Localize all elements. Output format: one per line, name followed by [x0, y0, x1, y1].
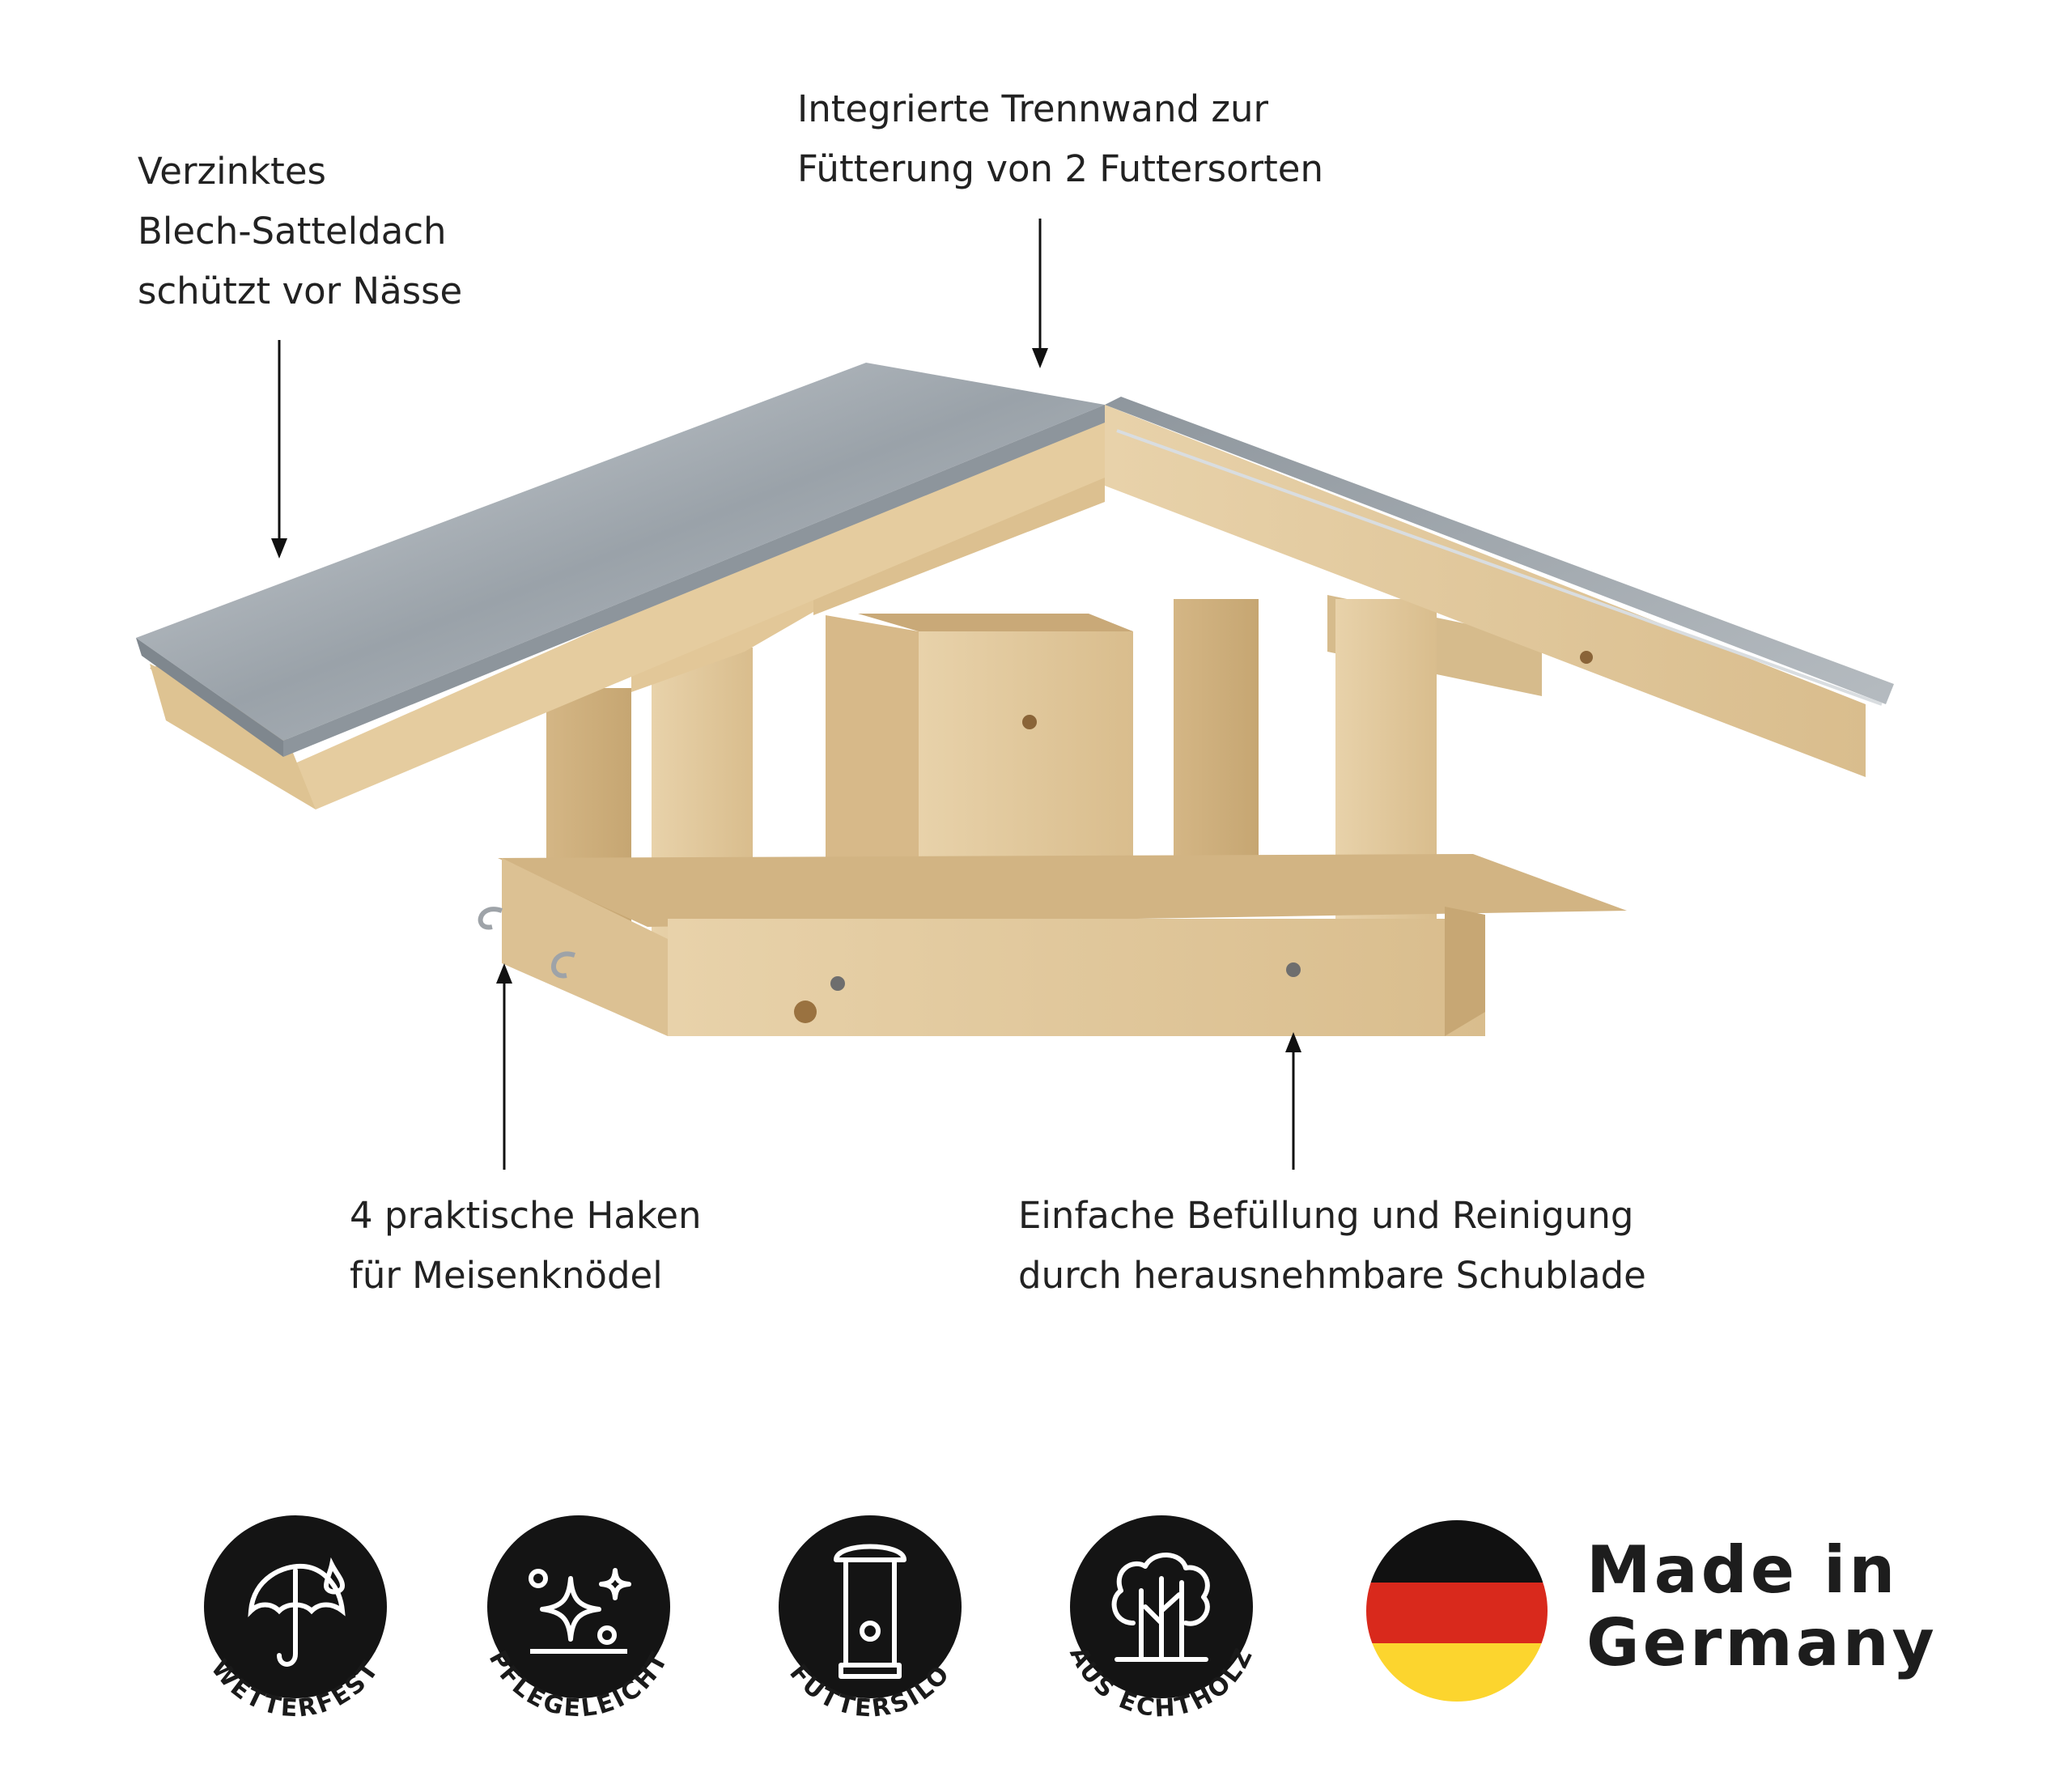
roof-zinc-ridge-edge [283, 405, 1105, 757]
wood-knot [794, 1001, 817, 1023]
roof-zinc-right [1105, 397, 1894, 704]
callout-divider-line: Integrierte Trennwand zur [797, 87, 1269, 130]
screw [830, 976, 845, 991]
screw [1286, 962, 1301, 977]
callout-drawer-line: durch herausnehmbare Schublade [1018, 1254, 1646, 1297]
sparkle-icon [529, 1568, 631, 1654]
german-flag-icon [1366, 1520, 1548, 1702]
made-in-line2: Germany [1586, 1605, 1938, 1680]
badge-futtersilo: FUTTERSILO [779, 1515, 962, 1723]
tree-icon [1111, 1553, 1210, 1662]
callout-roof-line: schützt vor Nässe [138, 270, 463, 312]
badge-pflegeleicht: PFLEGELEICHT [483, 1515, 672, 1723]
badge-aus-echtholz: AUS ECHTHOLZ [1064, 1515, 1257, 1723]
umbrella-rain-icon [248, 1557, 346, 1667]
callout-hooks-line: für Meisenknödel [350, 1254, 663, 1297]
roof-fascia-right [1105, 405, 1866, 777]
made-in-line1: Made in [1586, 1532, 1899, 1608]
callout-drawer: Einfache Befüllung und Reinigung durch h… [1018, 1186, 1646, 1306]
tray-side-left [502, 858, 668, 1036]
roof-zinc-left-edge [136, 638, 283, 757]
tray-floor [498, 854, 1627, 927]
callout-roof-line: Verzinktes [138, 150, 326, 193]
roof-left-end [150, 664, 316, 809]
hook [478, 907, 503, 930]
tray-end-right [1445, 907, 1485, 1036]
flag-stripe-black [1366, 1520, 1548, 1583]
callout-divider: Integrierte Trennwand zur Fütterung von … [797, 79, 1323, 199]
silo-top [858, 614, 1133, 631]
silo-side [826, 615, 919, 923]
tray-front [668, 919, 1485, 1036]
flag-stripe-red [1366, 1583, 1548, 1643]
roof-zinc-left [136, 363, 1105, 741]
arrow-divider [1032, 219, 1048, 368]
badge-wetterfest: WETTERFEST [204, 1515, 387, 1723]
post-back-right [1174, 599, 1259, 858]
made-in-germany: Made in Germany [1586, 1534, 1938, 1680]
callout-roof-line: Blech-Satteldach [138, 210, 447, 253]
callout-roof: Verzinktes Blech-Satteldach schützt vor … [138, 142, 462, 321]
wood-knot [1022, 715, 1037, 729]
arrow-drawer [1285, 1032, 1301, 1170]
callout-hooks-line: 4 praktische Haken [350, 1194, 702, 1237]
arrow-roof [271, 340, 287, 559]
roof-zinc-highlight [1116, 429, 1883, 706]
hook [551, 951, 575, 979]
callout-drawer-line: Einfache Befüllung und Reinigung [1018, 1194, 1634, 1237]
arrow-hooks [496, 963, 512, 1170]
feeder-silo-icon [834, 1544, 906, 1679]
callout-hooks: 4 praktische Haken für Meisenknödel [350, 1186, 702, 1306]
flag-stripe-gold [1366, 1643, 1548, 1702]
callout-divider-line: Fütterung von 2 Futtersorten [797, 147, 1323, 190]
roof-fascia-left [291, 405, 1105, 809]
wood-knot [1580, 651, 1593, 664]
